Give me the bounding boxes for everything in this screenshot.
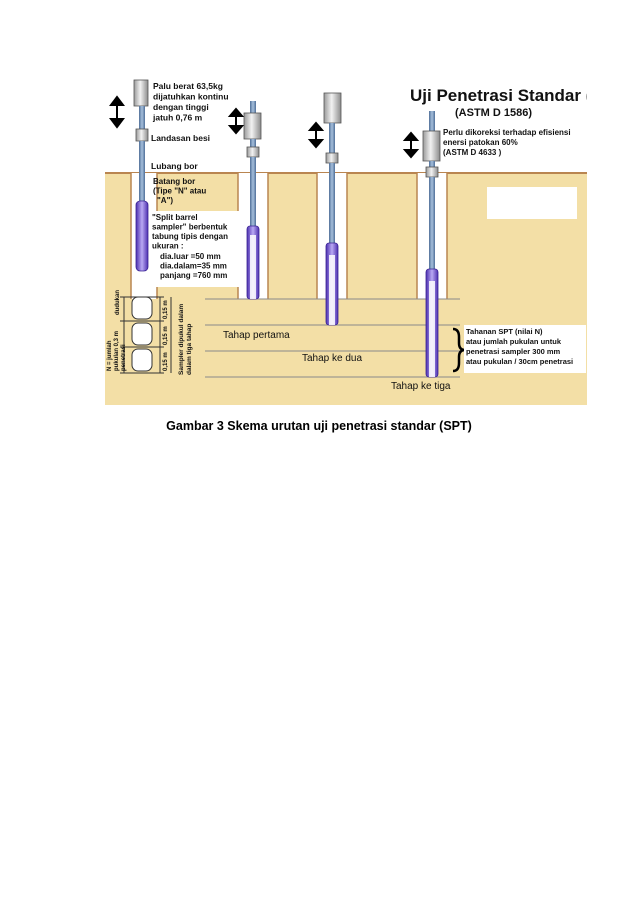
dimension-015-b: 0,15 m (163, 326, 169, 345)
n-value-text: Tahanan SPT (nilai N) (466, 327, 543, 336)
svg-text:Tahanan SPT (nilai N)atau juml: Tahanan SPT (nilai N)atau jumlah pukulan… (466, 327, 573, 366)
borehole-label: Lubang bor (151, 161, 198, 171)
sampler-text: tabung tipis dengan (152, 232, 228, 241)
sampler-text: ukuran : (152, 242, 184, 251)
sampler-text: sampler" berbentuk (152, 223, 228, 232)
n-count-text: N = jumlah (107, 340, 113, 371)
n-count-text: penetrasi (121, 344, 127, 371)
figure-standard: (ASTM D 1586) (455, 107, 532, 119)
dimension-015-a: 0,15 m (163, 300, 169, 319)
correction-text: enersi patokan 60% (443, 138, 518, 147)
anvil-label: Landasan besi (151, 133, 210, 143)
n-value-text: penetrasi sampler 300 mm (466, 347, 561, 356)
dimension-text: dia.dalam=35 mm (160, 262, 227, 271)
svg-text:N = jumlahpukulan 0,3 mpenetra: N = jumlahpukulan 0,3 mpenetrasi (107, 331, 127, 371)
dimension-text: panjang =760 mm (160, 271, 227, 280)
svg-text:Perlu dikoreksi terhadap efisi: Perlu dikoreksi terhadap efisiensienersi… (443, 128, 571, 157)
dimension-lines (120, 296, 172, 374)
three-stage-text: dalam tiga tahap (186, 324, 193, 375)
hammer-text: dijatuhkan kontinu (153, 92, 229, 102)
rod-text: (Tipe "N" atau (153, 187, 206, 196)
sampler-label-box (150, 211, 245, 287)
double-arrow-icon (109, 95, 125, 129)
n-value-text: atau jumlah pukulan untuk (466, 337, 562, 346)
rod-text: Batang bor (153, 177, 195, 186)
three-stage-text: Sampler dipukul dalam (178, 304, 185, 375)
rod-text: "A") (157, 196, 173, 205)
seating-label: dudukan (115, 290, 121, 315)
svg-text:Sampler dipukul dalamdalam tig: Sampler dipukul dalamdalam tiga tahap (178, 304, 193, 375)
double-arrow-icon (227, 107, 245, 135)
dimension-015-c: 0,15 m (163, 352, 169, 371)
correction-text: (ASTM D 4633 ) (443, 148, 502, 157)
n-count-text: pukulan 0,3 m (114, 331, 120, 371)
hammer-text: dengan tinggi (153, 102, 209, 112)
n-value-text: atau pukulan / 30cm penetrasi (466, 357, 573, 366)
hammer-text: Palu berat 63,5kg (153, 81, 223, 91)
n-value-box (464, 325, 586, 373)
stage-1-label: Tahap pertama (223, 330, 290, 341)
hammer-text: jatuh 0,76 m (152, 113, 203, 123)
correction-text: Perlu dikoreksi terhadap efisiensi (443, 128, 571, 137)
dimension-text: dia.luar =50 mm (160, 252, 221, 261)
blank-patch (487, 187, 577, 219)
double-arrow-icon (402, 131, 420, 159)
sampler-segments (131, 296, 153, 372)
stage-3-label: Tahap ke tiga (391, 381, 451, 392)
rig-1 (133, 79, 149, 272)
spt-figure: Uji Penetrasi Standar (SPT) (ASTM D 1586… (105, 75, 587, 405)
rig-3 (323, 92, 342, 326)
rig-4 (422, 111, 441, 378)
stage-2-label: Tahap ke dua (302, 353, 362, 364)
sampler-text: "Split barrel (152, 213, 198, 222)
figure-title: Uji Penetrasi Standar (SPT) (410, 86, 587, 105)
figure-caption: Gambar 3 Skema urutan uji penetrasi stan… (166, 419, 472, 433)
double-arrow-icon (307, 121, 325, 149)
svg-text:Batang bor(Tipe "N" atau"A"): Batang bor(Tipe "N" atau"A") (153, 177, 206, 205)
rig-2 (243, 101, 262, 300)
